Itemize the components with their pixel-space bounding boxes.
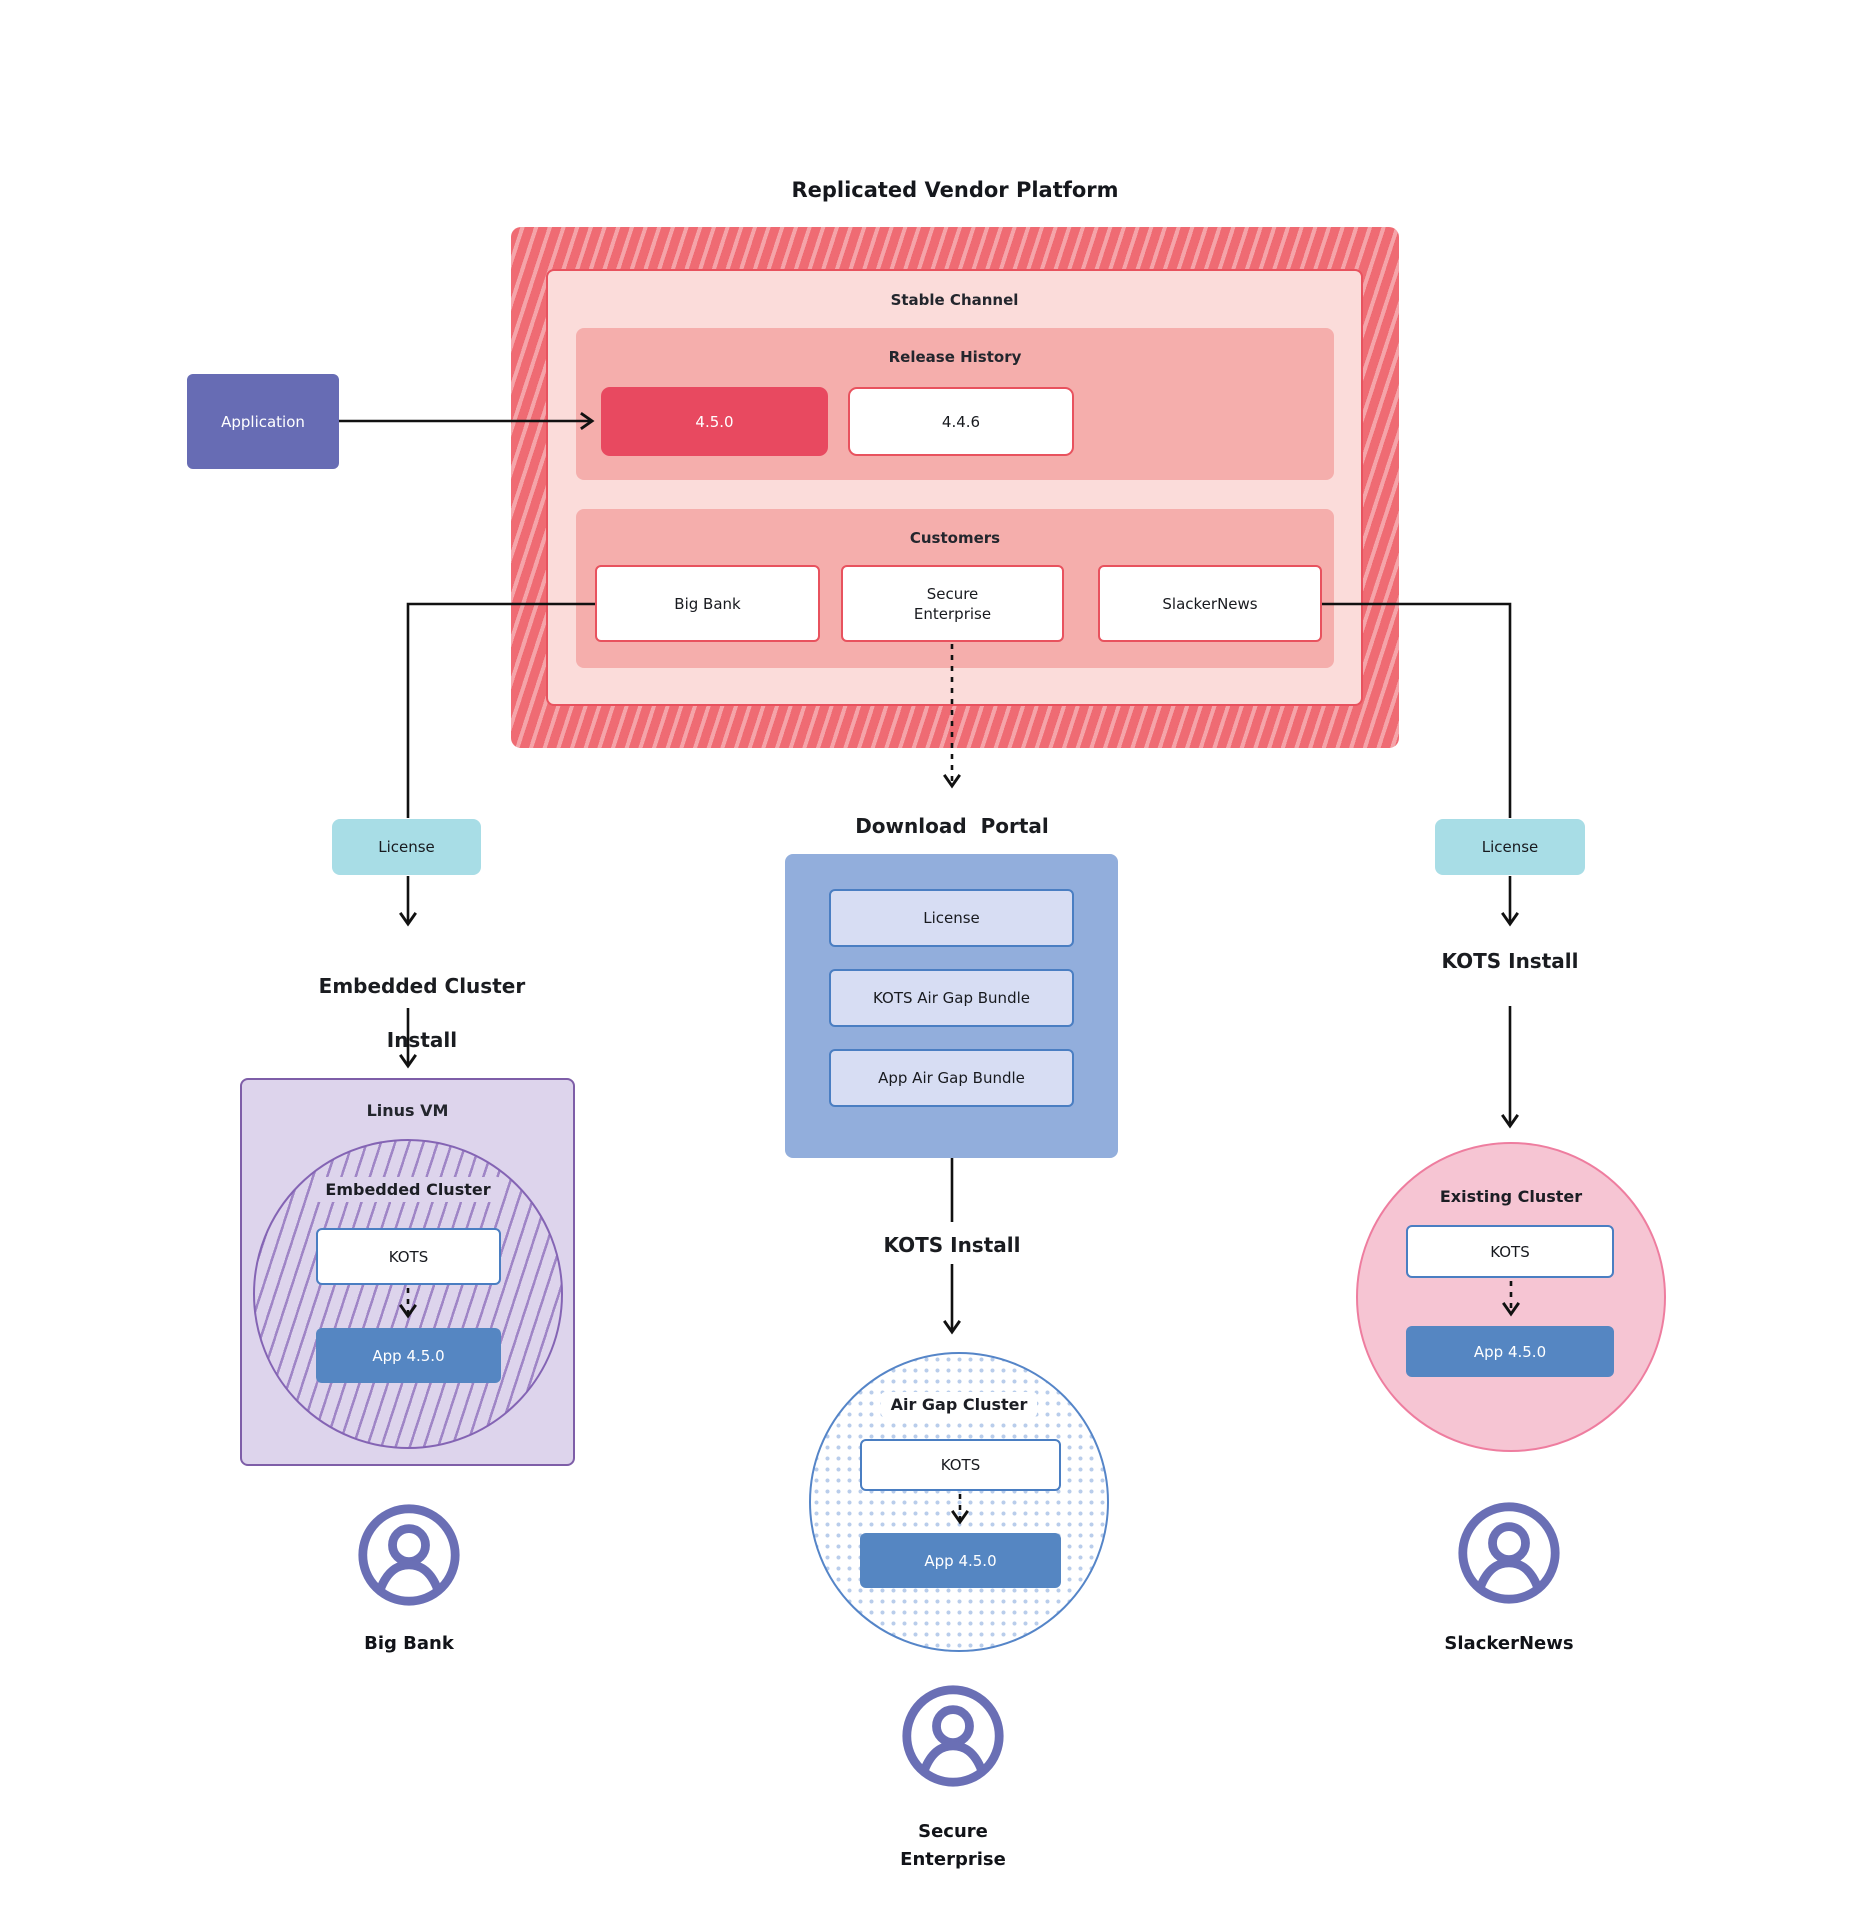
app-box-right: App 4.5.0 bbox=[1406, 1326, 1614, 1377]
embedded-cluster-label: Embedded Cluster bbox=[255, 1177, 561, 1202]
existing-cluster-label: Existing Cluster bbox=[1358, 1184, 1664, 1209]
existing-cluster-circle: Existing Cluster bbox=[1356, 1142, 1666, 1452]
linus-vm-label: Linus VM bbox=[366, 1101, 449, 1120]
license-box-right: License bbox=[1435, 819, 1585, 875]
portal-item-kots-airgap-bundle: KOTS Air Gap Bundle bbox=[829, 969, 1074, 1027]
download-portal-label: Download Portal bbox=[855, 814, 1049, 838]
app-box-middle: App 4.5.0 bbox=[860, 1533, 1061, 1588]
kots-box-middle: KOTS bbox=[860, 1439, 1061, 1491]
slackernews-user-label: SlackerNews bbox=[1444, 1633, 1574, 1654]
secure-enterprise-user-line1: Secure bbox=[918, 1821, 988, 1842]
kots-install-label-middle: KOTS Install bbox=[883, 1233, 1021, 1257]
embedded-cluster-install-label: Embedded Cluster Install bbox=[258, 946, 558, 1081]
kots-box-left: KOTS bbox=[316, 1228, 501, 1285]
stable-channel-label: Stable Channel bbox=[890, 291, 1019, 309]
customers-label: Customers bbox=[909, 529, 1001, 547]
customer-secure-enterprise: Secure Enterprise bbox=[841, 565, 1064, 642]
license-box-left: License bbox=[332, 819, 481, 875]
user-icon bbox=[902, 1685, 1004, 1787]
kots-box-right: KOTS bbox=[1406, 1225, 1614, 1278]
portal-item-license: License bbox=[829, 889, 1074, 947]
secure-enterprise-user-label: Secure Enterprise bbox=[853, 1818, 1053, 1874]
release-4-5-0: 4.5.0 bbox=[601, 387, 828, 456]
portal-item-app-airgap-bundle: App Air Gap Bundle bbox=[829, 1049, 1074, 1107]
download-portal-box: License KOTS Air Gap Bundle App Air Gap … bbox=[785, 854, 1118, 1158]
application-box: Application bbox=[187, 374, 339, 469]
embedded-cluster-circle: Embedded Cluster bbox=[253, 1139, 563, 1449]
release-history-label: Release History bbox=[888, 348, 1022, 366]
secure-enterprise-user-line2: Enterprise bbox=[900, 1849, 1006, 1870]
air-gap-cluster-label: Air Gap Cluster bbox=[811, 1392, 1107, 1417]
embedded-cluster-install-line2: Install bbox=[386, 1028, 458, 1052]
customer-secure-enterprise-line2: Enterprise bbox=[913, 604, 992, 623]
app-box-left: App 4.5.0 bbox=[316, 1328, 501, 1383]
air-gap-cluster-circle: Air Gap Cluster bbox=[809, 1352, 1109, 1652]
embedded-cluster-install-line1: Embedded Cluster bbox=[318, 974, 526, 998]
user-icon bbox=[1458, 1502, 1560, 1604]
release-4-4-6: 4.4.6 bbox=[848, 387, 1074, 456]
customer-big-bank: Big Bank bbox=[595, 565, 820, 642]
big-bank-user-label: Big Bank bbox=[364, 1633, 454, 1654]
kots-install-label-right: KOTS Install bbox=[1441, 949, 1579, 973]
customer-slackernews: SlackerNews bbox=[1098, 565, 1322, 642]
page-title: Replicated Vendor Platform bbox=[791, 178, 1119, 202]
customer-secure-enterprise-line1: Secure bbox=[926, 584, 979, 603]
user-icon bbox=[358, 1504, 460, 1606]
